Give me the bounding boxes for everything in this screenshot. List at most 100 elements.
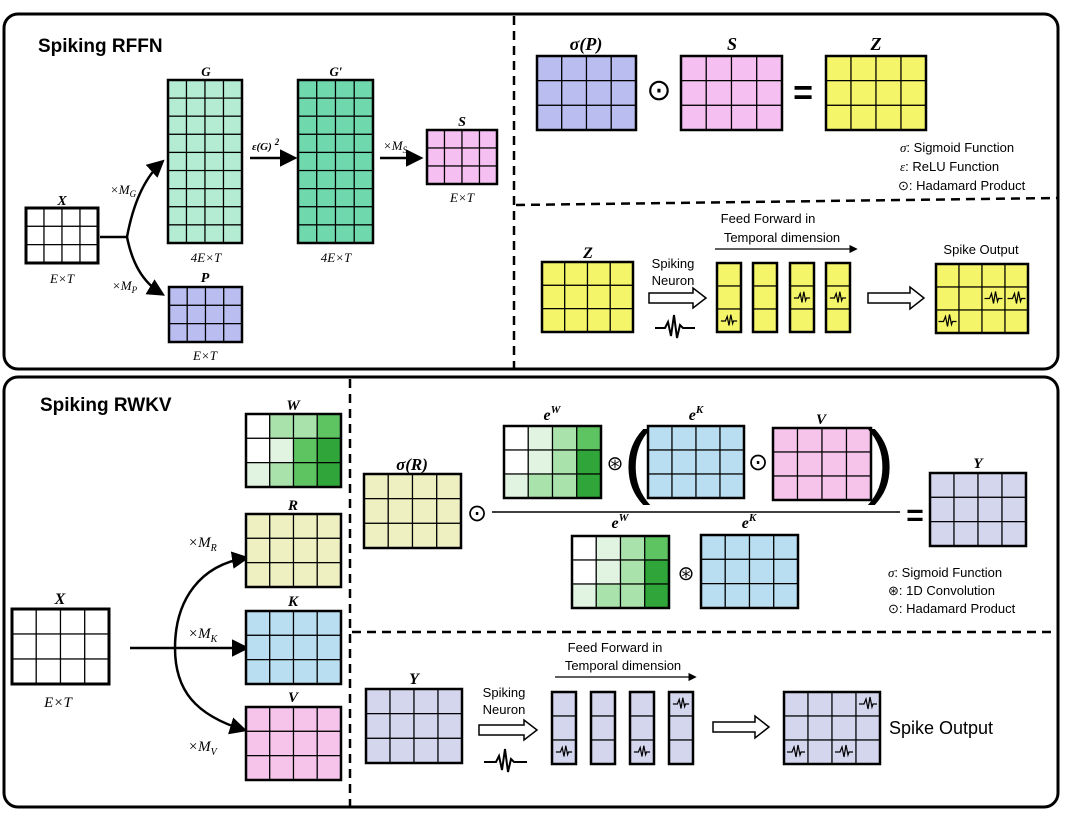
matrix-cell <box>629 715 655 741</box>
matrix-cell <box>730 55 758 82</box>
matrix-cell <box>387 473 414 500</box>
matrix-cell <box>436 473 462 500</box>
matrix-cell <box>316 115 337 135</box>
matrix-cell <box>437 688 463 715</box>
matrix-cell <box>609 308 634 333</box>
matrix-cell <box>245 537 271 564</box>
rffn-panel-frame <box>2 12 1060 371</box>
matrix-cell <box>204 97 225 117</box>
rwkv-neuron-spike-wave <box>484 748 527 773</box>
matrix-cell <box>292 610 318 636</box>
matrix-cell <box>629 691 655 717</box>
rwkv-spike-y-label: Y <box>409 671 420 688</box>
spike-glyph <box>1007 291 1026 304</box>
matrix-cell <box>536 55 563 82</box>
matrix-cell <box>825 104 852 131</box>
rffn-legend-sigmoid: σ: Sigmoid Function <box>900 140 1014 155</box>
matrix-cell <box>541 284 566 310</box>
matrix-cell <box>609 261 634 286</box>
matrix-border <box>646 424 746 500</box>
rwkv-num-v-matrix <box>771 426 873 502</box>
matrix-cell <box>719 449 745 475</box>
matrix-border <box>824 261 852 334</box>
matrix-cell <box>334 224 355 244</box>
matrix-cell <box>11 633 37 660</box>
matrix-cell <box>561 55 588 82</box>
matrix-cell <box>977 521 1003 547</box>
rwkv-neuron-label-2: Neuron <box>483 702 526 717</box>
temporal-column <box>550 690 578 766</box>
matrix-cell <box>334 79 355 99</box>
matrix-cell <box>269 513 295 539</box>
rwkv-den-ek-label: eK <box>742 512 757 532</box>
rwkv-v-matrix <box>244 705 343 782</box>
matrix-border <box>364 687 464 765</box>
matrix-cell <box>61 244 81 264</box>
matrix-cell <box>245 513 271 539</box>
matrix-cell <box>619 559 646 585</box>
matrix-cell <box>269 634 295 661</box>
temporal-column <box>751 261 779 334</box>
matrix-cell <box>204 224 225 244</box>
matrix-cell <box>222 224 243 244</box>
matrix-cell <box>756 55 783 82</box>
rffn-eq-p-matrix <box>535 54 638 132</box>
matrix-cell <box>35 633 62 660</box>
temporal-column <box>589 690 617 766</box>
matrix-cell <box>35 608 62 635</box>
matrix-cell <box>551 691 577 717</box>
matrix-cell <box>389 713 415 739</box>
matrix-cell <box>222 188 243 208</box>
matrix-border <box>570 534 671 610</box>
matrix-cell <box>353 224 374 244</box>
matrix-cell <box>186 304 207 325</box>
rffn-p-matrix <box>167 285 244 344</box>
matrix-cell <box>334 169 355 190</box>
rwkv-spike-y-matrix <box>364 687 464 765</box>
matrix-cell <box>59 658 86 685</box>
matrix-cell <box>353 97 374 117</box>
matrix-cell <box>245 610 271 636</box>
matrix-cell <box>222 206 243 226</box>
matrix-cell <box>35 658 62 685</box>
matrix-cell <box>316 513 342 539</box>
matrix-cell <box>168 286 188 306</box>
rffn-eq-odot: ⊙ <box>646 74 671 107</box>
rwkv-den-ek-matrix <box>699 533 800 610</box>
matrix-cell <box>316 79 337 99</box>
matrix-cell <box>825 262 851 287</box>
matrix-cell <box>297 188 318 208</box>
matrix-cell <box>245 706 271 732</box>
matrix-cell <box>167 224 188 244</box>
matrix-cell <box>671 425 697 451</box>
matrix-cell <box>269 437 295 464</box>
rffn-g-dim: 4E×T <box>191 250 222 265</box>
rwkv-legend-conv: ⊛: 1D Convolution <box>888 583 995 598</box>
rffn-spike-z-matrix <box>540 260 635 334</box>
matrix-cell <box>334 133 355 154</box>
matrix-cell <box>821 475 848 501</box>
matrix-cell <box>585 80 612 106</box>
matrix-cell <box>668 739 694 765</box>
rwkv-r-label: R <box>287 498 298 514</box>
matrix-cell <box>185 97 206 117</box>
matrix-cell <box>185 188 206 208</box>
rffn-spike-output-label: Spike Output <box>943 242 1019 257</box>
matrix-cell <box>875 80 902 106</box>
matrix-cell <box>79 225 99 246</box>
matrix-cell <box>756 80 783 106</box>
matrix-cell <box>958 309 983 334</box>
matrix-cell <box>807 715 833 741</box>
matrix-cell <box>756 104 783 131</box>
temporal-column <box>628 690 656 766</box>
matrix-cell <box>527 425 554 451</box>
matrix-cell <box>576 449 602 475</box>
rwkv-x-label: X <box>54 591 66 608</box>
matrix-cell <box>292 462 318 488</box>
rwkv-num-ew-matrix <box>502 424 603 500</box>
matrix-cell <box>292 755 318 781</box>
matrix-cell <box>363 498 389 524</box>
rffn-eq-z-matrix <box>824 54 928 132</box>
spike-glyph <box>720 314 738 327</box>
rwkv-eq-r-matrix <box>362 472 463 550</box>
